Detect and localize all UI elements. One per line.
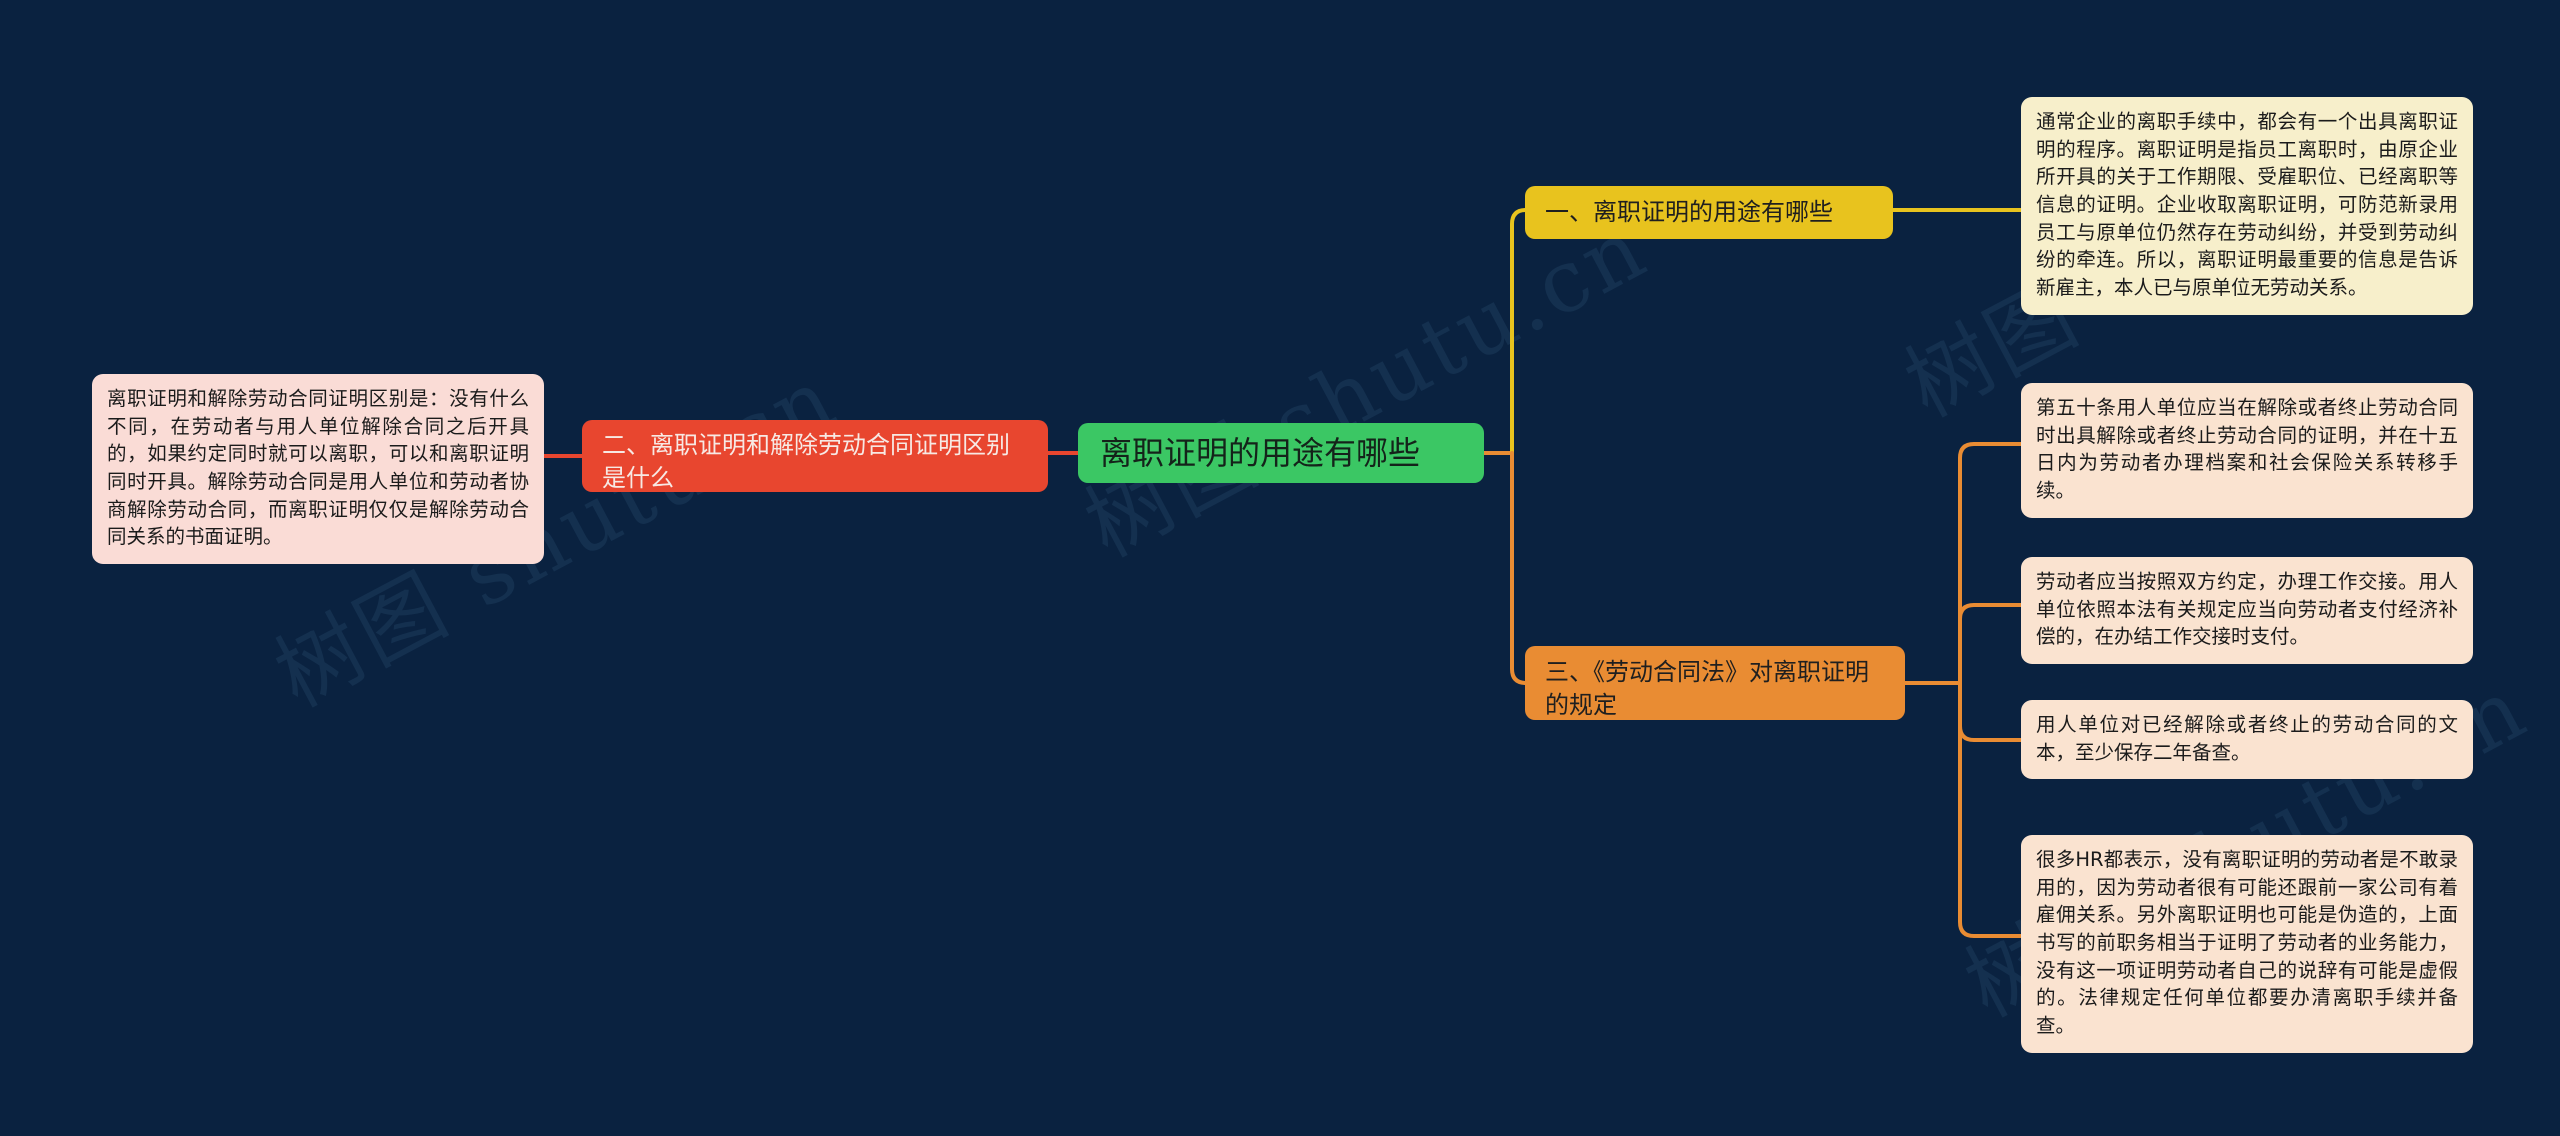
link-root-to-topic-1	[1510, 208, 1527, 455]
root-node-label: 离职证明的用途有哪些	[1100, 433, 1421, 472]
topic-node-1[interactable]: 一、离职证明的用途有哪些	[1525, 186, 1893, 240]
detail-card-text: 通常企业的离职手续中，都会有一个出具离职证明的程序。离职证明是指员工离职时，由原…	[2036, 110, 2458, 300]
link-topic-3-to-card-3	[1958, 681, 2023, 742]
detail-card-text: 很多HR都表示，没有离职证明的劳动者是不敢录用的，因为劳动者很有可能还跟前一家公…	[2036, 848, 2458, 1038]
link-topic-3-to-card-2	[1958, 603, 2023, 685]
link-topic-3-to-card-1	[1958, 442, 2023, 685]
link-root-to-topic-3	[1510, 451, 1527, 685]
detail-card-topic-1[interactable]: 通常企业的离职手续中，都会有一个出具离职证明的程序。离职证明是指员工离职时，由原…	[2021, 97, 2473, 315]
detail-card-topic-3-1[interactable]: 第五十条用人单位应当在解除或者终止劳动合同时出具解除或者终止劳动合同的证明，并在…	[2021, 383, 2473, 518]
topic-node-3-label: 三、《劳动合同法》对离职证明的规定	[1545, 658, 1869, 720]
topic-node-3[interactable]: 三、《劳动合同法》对离职证明的规定	[1525, 646, 1905, 720]
detail-card-text: 用人单位对已经解除或者终止的劳动合同的文本，至少保存二年备查。	[2036, 713, 2458, 764]
detail-card-text: 离职证明和解除劳动合同证明区别是：没有什么不同，在劳动者与用人单位解除合同之后开…	[107, 387, 529, 549]
detail-card-text: 劳动者应当按照双方约定，办理工作交接。用人单位依照本法有关规定应当向劳动者支付经…	[2036, 570, 2458, 649]
topic-node-1-label: 一、离职证明的用途有哪些	[1545, 198, 1833, 226]
detail-card-topic-3-4[interactable]: 很多HR都表示，没有离职证明的劳动者是不敢录用的，因为劳动者很有可能还跟前一家公…	[2021, 835, 2473, 1053]
detail-card-text: 第五十条用人单位应当在解除或者终止劳动合同时出具解除或者终止劳动合同的证明，并在…	[2036, 396, 2458, 503]
watermark: 树图 shutu.cn	[1069, 197, 1664, 577]
topic-node-2[interactable]: 二、离职证明和解除劳动合同证明区别是什么	[582, 420, 1048, 492]
detail-card-topic-3-2[interactable]: 劳动者应当按照双方约定，办理工作交接。用人单位依照本法有关规定应当向劳动者支付经…	[2021, 557, 2473, 665]
topic-node-2-label: 二、离职证明和解除劳动合同证明区别是什么	[602, 431, 1010, 493]
detail-card-topic-2[interactable]: 离职证明和解除劳动合同证明区别是：没有什么不同，在劳动者与用人单位解除合同之后开…	[92, 374, 544, 565]
root-node[interactable]: 离职证明的用途有哪些	[1078, 423, 1484, 483]
detail-card-topic-3-3[interactable]: 用人单位对已经解除或者终止的劳动合同的文本，至少保存二年备查。	[2021, 700, 2473, 780]
link-topic-3-to-card-4	[1958, 681, 2023, 938]
